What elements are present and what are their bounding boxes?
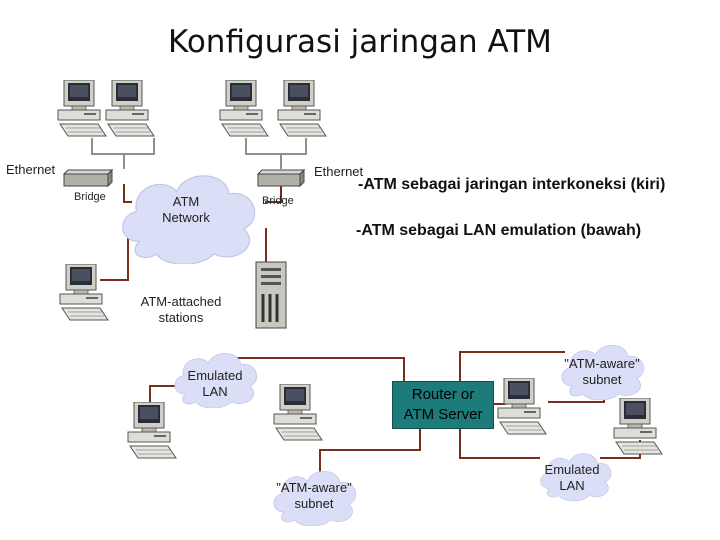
workstation-icon bbox=[277, 80, 327, 137]
server-icon bbox=[255, 261, 287, 329]
router-label-line2: ATM Server bbox=[403, 406, 483, 423]
atm-network-label: ATM Network bbox=[162, 194, 210, 225]
router-atm-server-box: Router or ATM Server bbox=[392, 381, 494, 429]
router-label-line1: Router or bbox=[411, 386, 475, 403]
ethernet-left-label: Ethernet bbox=[6, 162, 56, 177]
workstation-icon bbox=[127, 402, 177, 459]
note-lan-emulation: -ATM sebagai LAN emulation (bawah) bbox=[356, 222, 642, 239]
emulated-lan-label-2: Emulated LAN bbox=[544, 462, 600, 493]
page-title: Konfigurasi jaringan ATM bbox=[168, 24, 552, 60]
ethernet-right-label: Ethernet bbox=[314, 164, 364, 179]
atm-aware-subnet-label-1: "ATM-aware" subnet bbox=[564, 356, 640, 387]
workstation-icon bbox=[57, 80, 107, 137]
bridge-right-label: Bridge bbox=[262, 195, 294, 207]
atm-attached-stations-label: ATM-attached stations bbox=[140, 294, 222, 325]
bridge-right-icon bbox=[256, 168, 306, 188]
workstation-icon bbox=[613, 398, 663, 455]
bridge-left-icon bbox=[62, 168, 114, 188]
workstation-icon bbox=[59, 264, 109, 321]
atm-aware-subnet-label-2: "ATM-aware" subnet bbox=[276, 480, 352, 511]
workstation-icon bbox=[219, 80, 269, 137]
bridge-left-label: Bridge bbox=[74, 191, 106, 203]
workstation-icon bbox=[497, 378, 547, 435]
workstation-icon bbox=[273, 384, 323, 441]
emulated-lan-label-1: Emulated LAN bbox=[187, 368, 243, 399]
workstation-icon bbox=[105, 80, 155, 137]
ethernet-links bbox=[91, 138, 307, 169]
note-interconnection: -ATM sebagai jaringan interkoneksi (kiri… bbox=[358, 176, 666, 193]
